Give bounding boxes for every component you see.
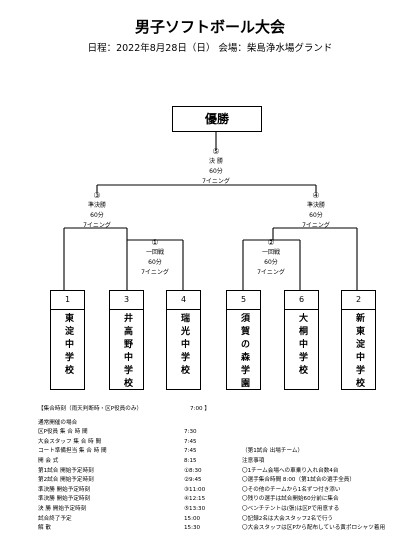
schedule-row: 決 勝 開始予定時刻 ⑤13:30 〇ベンチテントは(張)は区Pで用意する (38, 505, 340, 512)
champion-box: 優勝 (172, 106, 262, 132)
match-duration: 60分 (309, 212, 323, 219)
team-box: 6 大桐中学校 (284, 290, 319, 390)
team-name: 井高野中学校 (124, 314, 134, 389)
schedule-row: 準決勝 開始予定時刻 ④12:15 〇残りの選手は試合開始60分前に集合 (38, 496, 339, 503)
normal-case-heading: 通常開催の場合 (38, 419, 78, 426)
team-seed: 5 (227, 291, 260, 310)
team-name: 東淀中学校 (65, 314, 75, 376)
team-seed: 4 (167, 291, 200, 310)
page-title: 男子ソフトボール大会 (134, 18, 285, 36)
match-semifinal-3: ③ 準決勝 60分 7イニング (62, 191, 132, 231)
team-box: 4 瑞光中学校 (166, 290, 201, 390)
match-innings: 7イニング (302, 222, 330, 229)
schedule-row: 第2試合 開始予定時刻 ②9:45 〇選手集合時間 8:00（第1試合の選手全員… (38, 477, 355, 484)
team-name: 大桐中学校 (299, 314, 309, 376)
schedule-row: 開 会 式 8:15 注意事項 (38, 457, 265, 464)
match-semifinal-4: ④ 準決勝 60分 7イニング (281, 191, 351, 231)
schedule-row: 大会スタッフ 集 合 時 間 7:45 (38, 438, 197, 445)
match-innings: 7イニング (257, 269, 285, 276)
team-name: 須賀の森学園 (241, 314, 251, 389)
match-final: ⑤ 決 勝 60分 7イニング (181, 147, 251, 187)
match-round: 準決勝 (87, 202, 106, 209)
team-seed: 3 (110, 291, 143, 310)
match-round: 決 勝 (209, 158, 223, 165)
schedule-row: 第1試合 開始予定時刻 ①8:30 〇1チーム会場への車乗り入れ台数4台 (38, 467, 339, 474)
team-seed: 6 (285, 291, 318, 310)
match-innings: 7イニング (141, 269, 169, 276)
match-duration: 60分 (90, 212, 104, 219)
team-box: 3 井高野中学校 (109, 290, 144, 390)
match-number: ⑤ (212, 147, 220, 156)
match-duration: 60分 (148, 259, 162, 266)
team-box: 1 東淀中学校 (50, 290, 85, 390)
team-box: 5 須賀の森学園 (226, 290, 261, 390)
team-name: 新東淀中学校 (356, 314, 366, 389)
gather-time-row: 【集合時刻（雨天判断時・区P役員のみ） 7:00 】 (38, 405, 398, 415)
gather-time: 7:00 】 (190, 406, 210, 412)
gather-label: 【集合時刻（雨天判断時・区P役員のみ） (38, 406, 143, 412)
match-first-round-1: ① 一回戦 60分 7イニング (120, 238, 190, 278)
team-box: 2 新東淀中学校 (341, 290, 376, 390)
team-seed: 2 (342, 291, 375, 310)
schedule-row: 準決勝 開始予定時刻 ③11:00 〇その他のチームから1名ずつ付き添い (38, 486, 341, 493)
event-schedule-venue: 日程：2022年8月28日（日） 会場：柴島浄水場グランド (87, 43, 333, 54)
schedule-row: 試合終了予定 15:00 〇記録2名は大会スタッフ2名で行う (38, 515, 334, 522)
team-seed: 1 (51, 291, 84, 310)
match-number: ② (267, 238, 275, 247)
schedule-info: 【集合時刻（雨天判断時・区P役員のみ） 7:00 】 通常開催の場合 区P役員 … (38, 405, 398, 534)
schedule-row: 解 散 15:30 〇大会スタッフは区Pから配布している黄ポロシャツ着用 (38, 525, 386, 532)
match-round: 準決勝 (306, 202, 325, 209)
match-duration: 60分 (264, 259, 278, 266)
schedule-row: 区P役員 集 合 時 間 7:30 (38, 429, 197, 436)
match-round: 一回戦 (261, 249, 280, 256)
schedule-row: コート準備担当 集 合 時 間 7:45 （第1試合 出場チーム） (38, 448, 304, 455)
match-duration: 60分 (209, 168, 223, 175)
match-number: ③ (93, 191, 101, 200)
match-number: ④ (312, 191, 320, 200)
match-innings: 7イニング (202, 178, 230, 185)
match-number: ① (151, 238, 159, 247)
match-first-round-2: ② 一回戦 60分 7イニング (236, 238, 306, 278)
match-round: 一回戦 (145, 249, 164, 256)
match-innings: 7イニング (83, 222, 111, 229)
team-name: 瑞光中学校 (181, 314, 191, 376)
